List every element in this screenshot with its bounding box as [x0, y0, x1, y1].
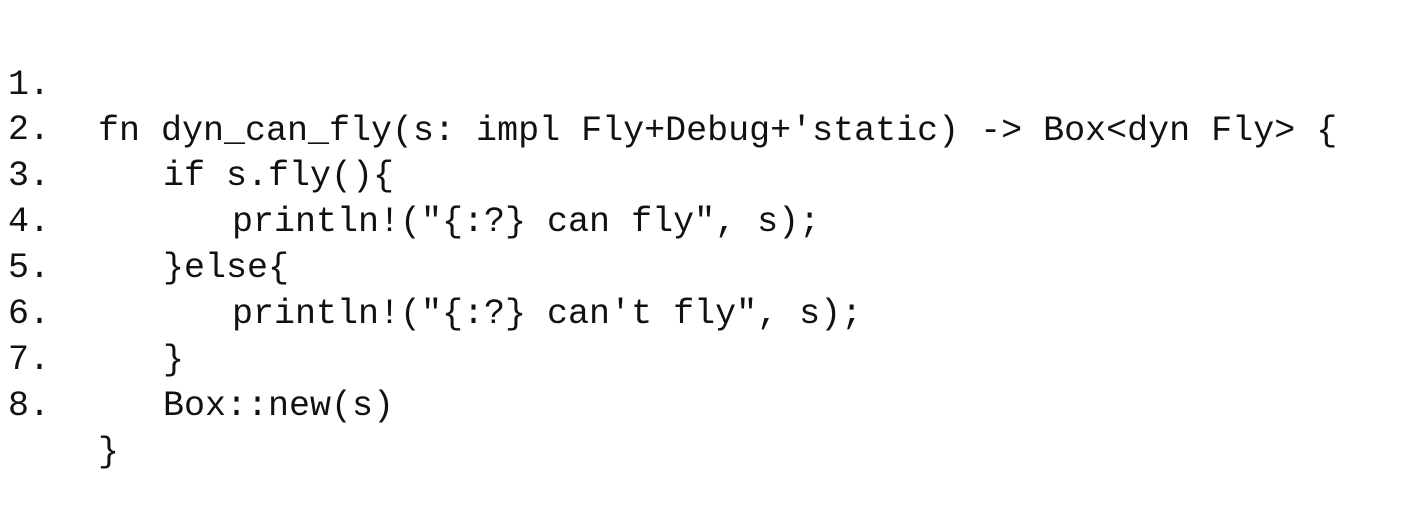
line-number: 3. — [8, 156, 51, 196]
code-text: println!("{:?} can't fly", s); — [232, 294, 863, 334]
code-text: if s.fly(){ — [163, 156, 395, 196]
line-number: 8. — [8, 386, 51, 426]
line-number: 4. — [8, 202, 51, 242]
line-number: 5. — [8, 248, 51, 288]
code-line: 5. println!("{:?} can't fly", s); — [0, 199, 862, 334]
code-line: 8. } — [0, 337, 119, 472]
code-line: 4. }else{ — [0, 153, 289, 288]
code-line: 6. } — [0, 245, 184, 380]
line-number: 1. — [8, 65, 51, 105]
code-text: println!("{:?} can fly", s); — [232, 202, 821, 242]
line-number: 2. — [8, 110, 51, 150]
code-text: }else{ — [163, 248, 290, 288]
code-line: 7. Box::new(s) — [0, 291, 394, 426]
code-line: 1. fn dyn_can_fly(s: impl Fly+Debug+'sta… — [0, 16, 1337, 151]
code-line: 3. println!("{:?} can fly", s); — [0, 107, 820, 242]
line-number: 7. — [8, 340, 51, 380]
line-number: 6. — [8, 294, 51, 334]
code-text: Box::new(s) — [163, 386, 395, 426]
code-text: } — [98, 432, 120, 472]
code-text: } — [163, 340, 185, 380]
code-text: fn dyn_can_fly(s: impl Fly+Debug+'static… — [98, 111, 1338, 151]
code-line: 2. if s.fly(){ — [0, 61, 394, 196]
